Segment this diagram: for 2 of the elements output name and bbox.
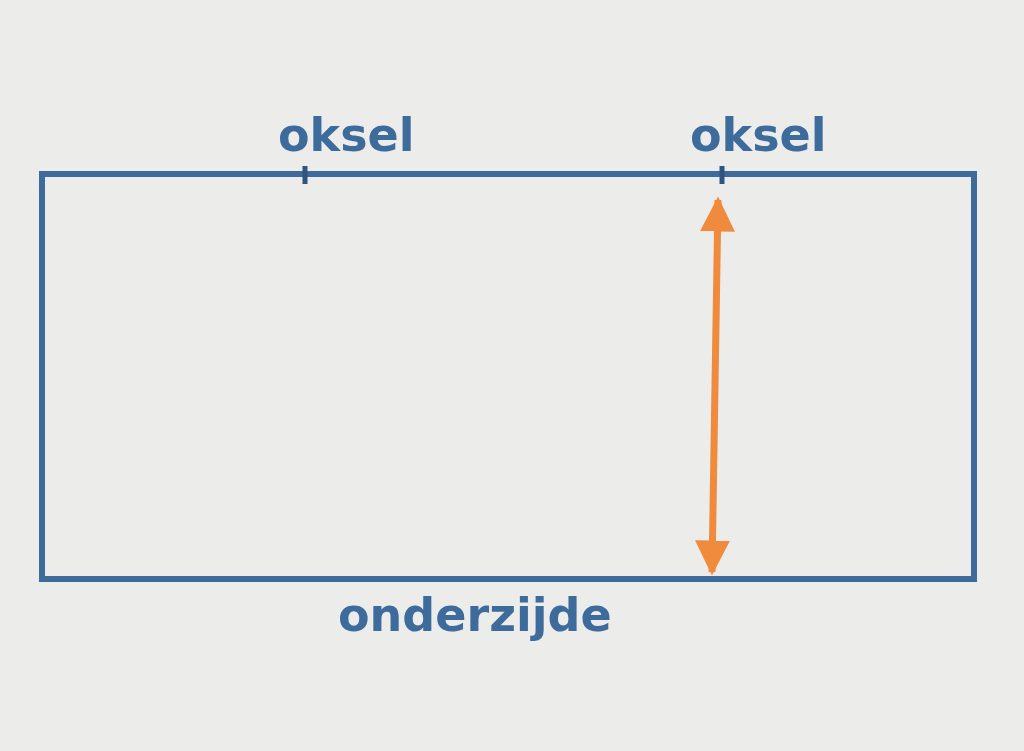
part-label: oksel — [690, 112, 827, 158]
part-label: oksel — [278, 112, 415, 158]
